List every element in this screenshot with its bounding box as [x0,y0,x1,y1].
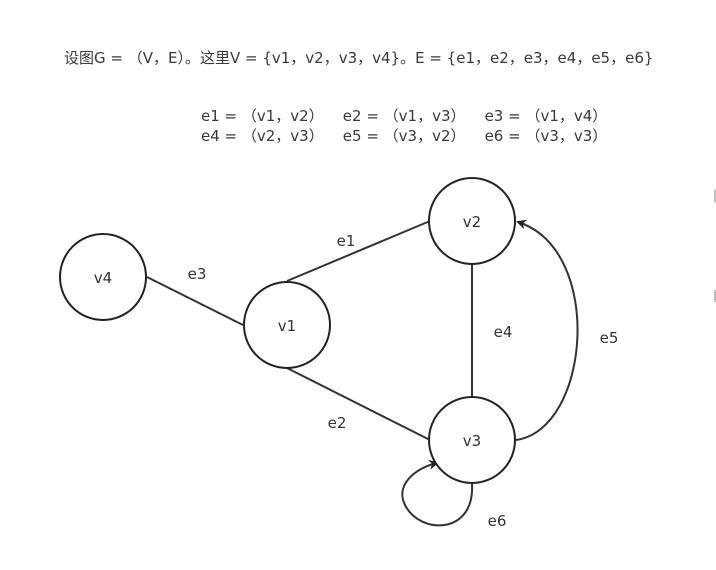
edge-e6 [401,459,474,527]
edge-e5 [515,219,579,441]
edge-e1 [286,220,431,282]
node-v3-label: v3 [463,432,481,450]
edge-label-e6: e6 [488,512,507,530]
node-v4: v4 [59,233,147,321]
node-v4-label: v4 [94,269,112,287]
edge-label-e1: e1 [337,232,356,250]
node-v1-label: v1 [278,317,296,335]
edge-e3 [146,276,244,326]
edge-definitions-row-2: e4 = （v2，v3） e5 = （v3，v2） e6 = （v3，v3） [201,127,608,145]
edge-mark [714,190,716,202]
graph-definition-text: 设图G = （V，E）。这里V = {v1，v2，v3，v4}。E = {e1，… [64,49,654,67]
edge-label-e4: e4 [494,323,513,341]
node-v3: v3 [428,396,516,484]
edge-mark [714,290,716,302]
edge-definitions-row-1: e1 = （v1，v2） e2 = （v1，v3） e3 = （v1，v4） [201,107,608,125]
node-v1: v1 [243,281,331,369]
node-v2: v2 [428,177,516,265]
edge-label-e5: e5 [600,329,619,347]
edge-label-e3: e3 [188,265,207,283]
node-v2-label: v2 [463,213,481,231]
edge-label-e2: e2 [328,414,347,432]
edge-e2 [286,367,431,441]
